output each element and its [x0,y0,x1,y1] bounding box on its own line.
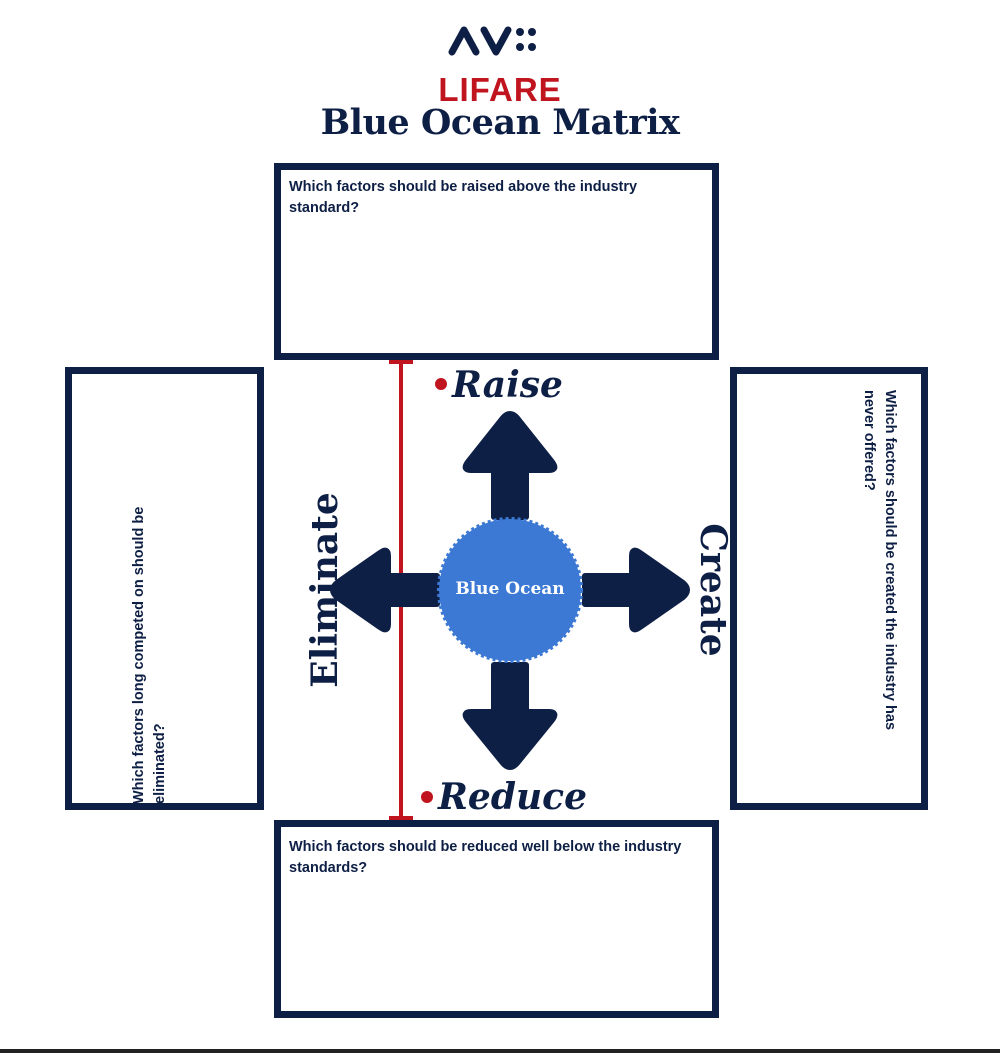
brand-logo: LIFARE [0,22,1000,108]
raise-box: Which factors should be raised above the… [274,163,719,360]
reduce-bullet-icon [421,791,433,803]
raise-bullet-icon [435,378,447,390]
reduce-label: Reduce [438,776,587,818]
arrow-left-icon [330,547,440,633]
bottom-divider [0,1049,1000,1053]
raise-question: Which factors should be raised above the… [289,179,638,216]
logo-word: LIFARE [438,71,562,108]
eliminate-box: Which factors long competed on should be… [65,367,264,810]
arrow-down-icon [462,662,558,770]
av-logo-mark-icon [448,26,536,56]
blue-ocean-seal [437,517,583,663]
reduce-box: Which factors should be reduced well bel… [274,820,719,1018]
arrow-right-icon [582,547,690,633]
reduce-question: Which factors should be reduced well bel… [289,839,682,876]
blue-ocean-label: Blue Ocean [455,579,565,599]
create-label: Create [692,523,734,657]
raise-label: Raise [452,364,563,406]
page-title: Blue Ocean Matrix [320,102,680,143]
eliminate-label: Eliminate [304,492,346,688]
create-box: Which factors should be created the indu… [730,367,928,810]
arrow-up-icon [462,411,558,520]
